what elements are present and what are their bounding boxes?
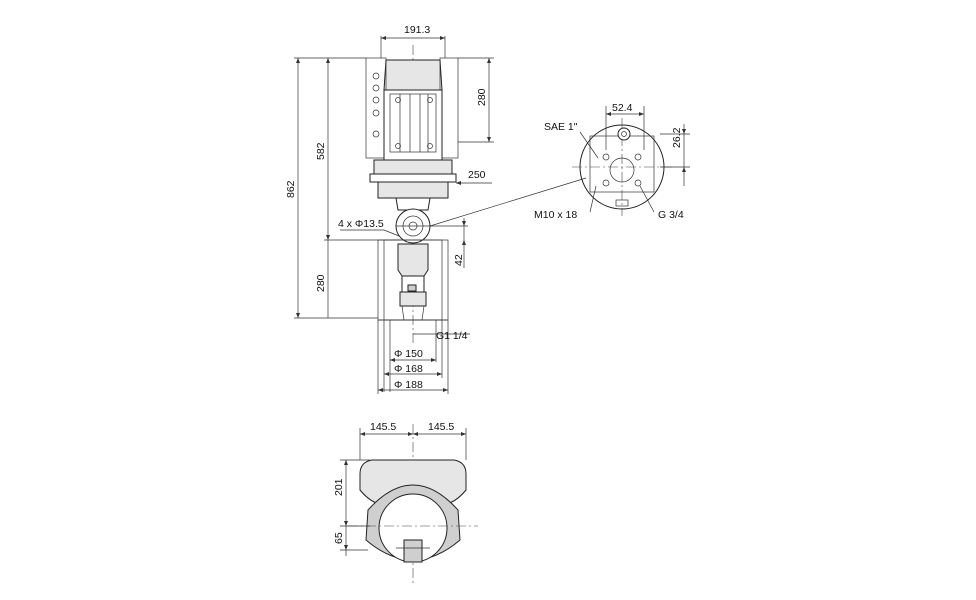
plan-view [340,424,478,584]
dim-total-height: 862 [285,180,297,198]
detail-sae: SAE 1" [544,121,578,133]
dim-dia-188: Φ 188 [394,379,423,391]
dim-holes: 4 x Φ13.5 [338,218,384,230]
detail-width: 52.4 [612,102,633,114]
plan-offset: 65 [333,532,345,544]
plan-width-left: 145.5 [370,421,396,433]
dim-motor-height: 280 [476,88,488,106]
detail-height: 26.2 [671,127,683,148]
dim-upper-height: 582 [315,142,327,160]
port-detail-view [429,106,690,227]
dim-inlet-thread: G1 1/4 [436,330,468,342]
dim-dia-150: Φ 150 [394,348,423,360]
plan-height: 201 [333,478,345,496]
plan-width-right: 145.5 [428,421,454,433]
detail-bolt: M10 x 18 [534,209,577,221]
dim-top-width: 191.3 [404,24,430,36]
side-view [365,45,459,345]
dim-dia-168: Φ 168 [394,363,423,375]
dim-flange-offset: 250 [468,169,486,181]
dim-flange-height: 42 [453,254,465,266]
side-dimensions [294,36,494,394]
dim-lower-height: 280 [315,274,327,292]
detail-thread: G 3/4 [658,209,684,221]
